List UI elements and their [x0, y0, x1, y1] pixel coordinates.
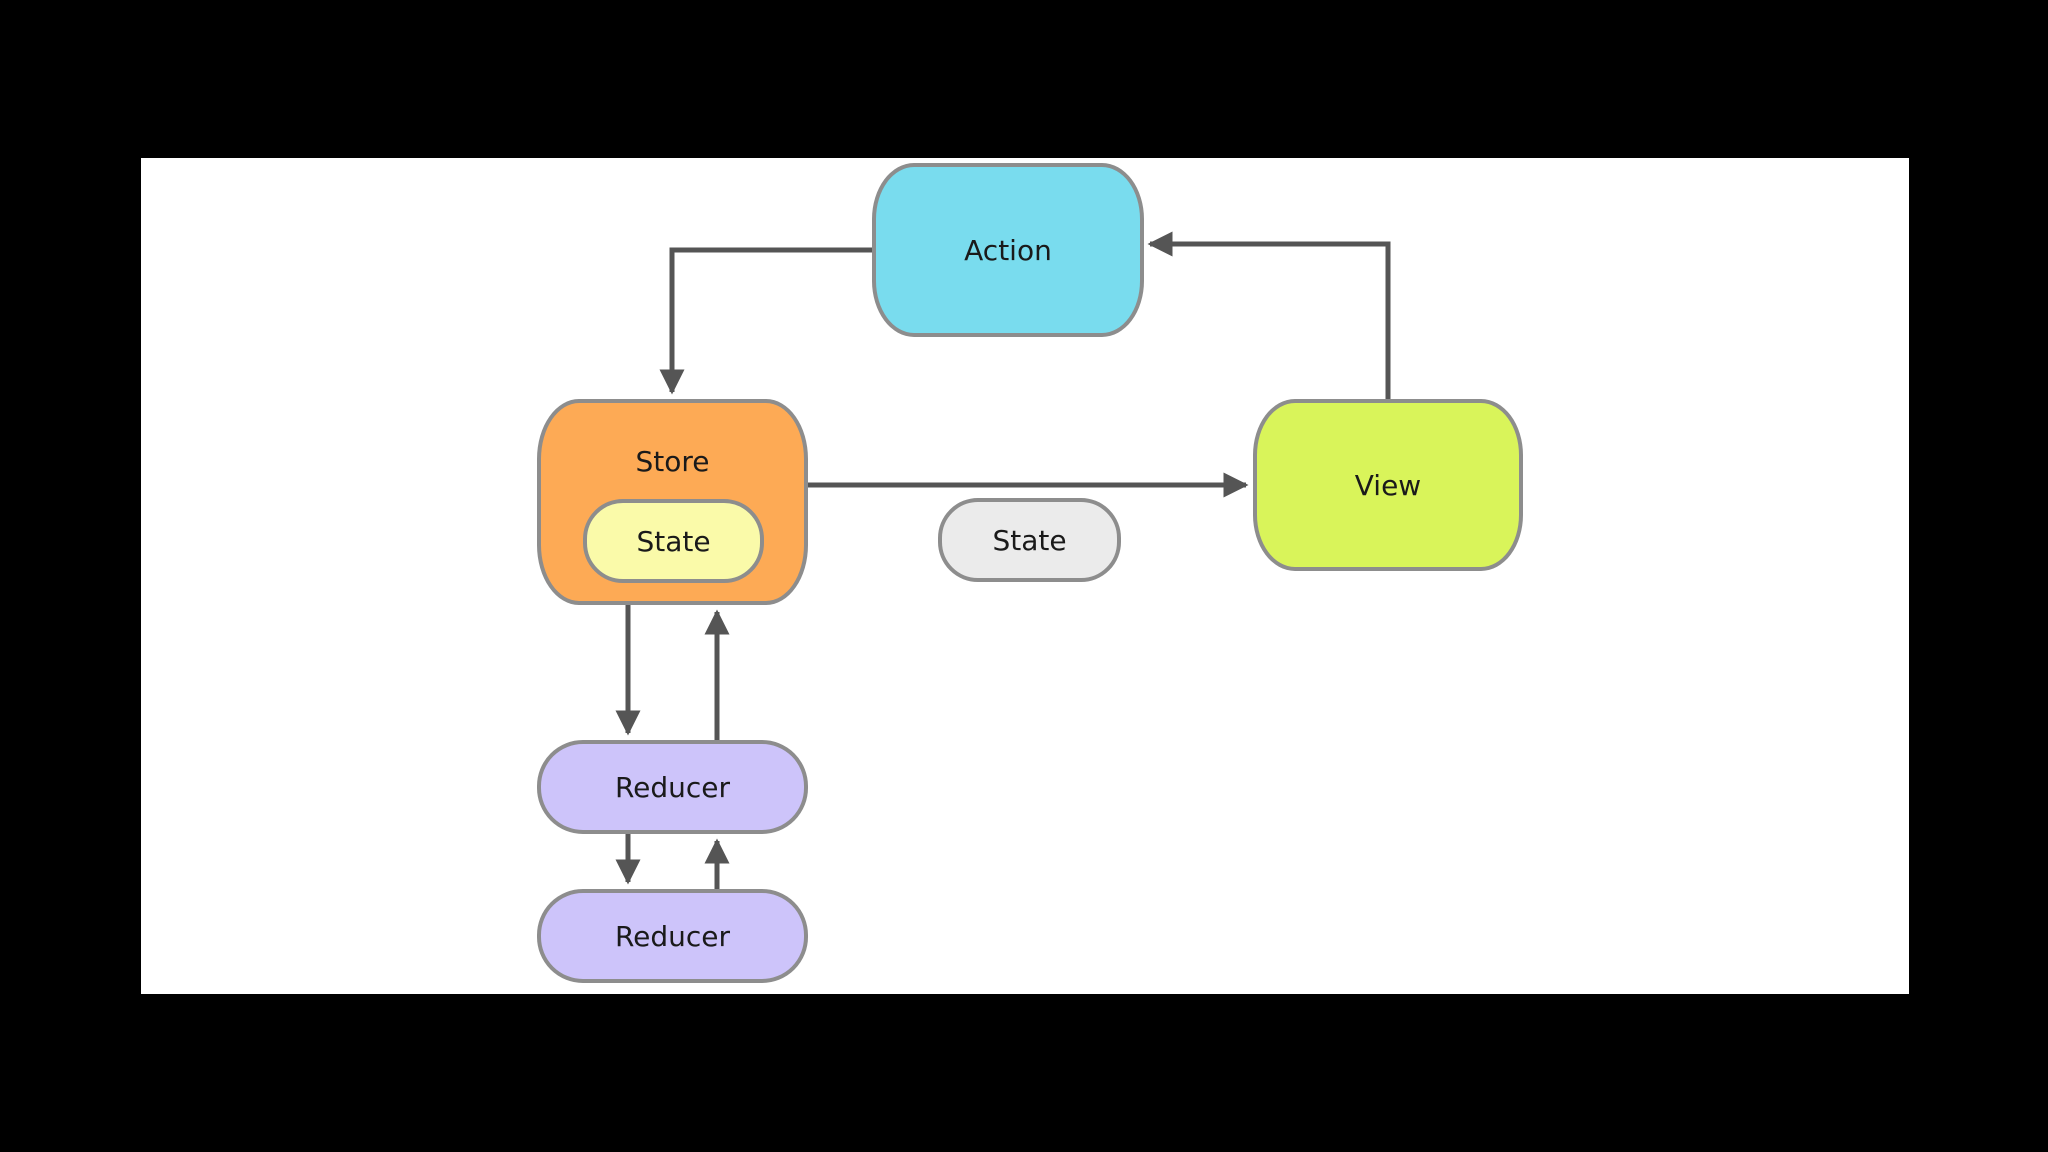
store-label: Store — [635, 445, 710, 478]
reducer-node-secondary: Reducer — [537, 889, 808, 983]
action-node: Action — [872, 163, 1144, 337]
edge-action-to-store — [659, 247, 872, 395]
state-message-label: State — [992, 523, 1067, 557]
reducer-label: Reducer — [614, 770, 731, 804]
reducer-secondary-label: Reducer — [614, 919, 731, 953]
view-node: View — [1253, 399, 1523, 571]
view-label: View — [1354, 468, 1422, 502]
edge-view-to-action — [1147, 231, 1391, 399]
state-message-node: State — [938, 498, 1121, 582]
reducer-node: Reducer — [537, 740, 808, 834]
action-label: Action — [964, 233, 1052, 267]
store-state-label: State — [636, 524, 711, 558]
store-state-node: State — [583, 499, 764, 583]
store-node: Store State — [537, 399, 808, 605]
